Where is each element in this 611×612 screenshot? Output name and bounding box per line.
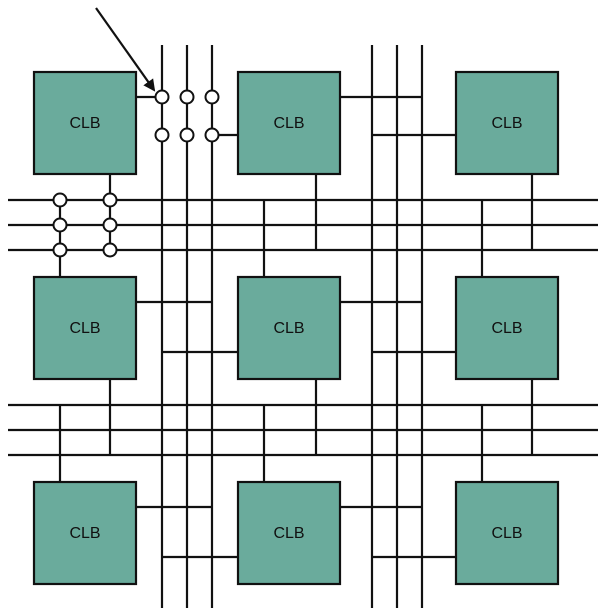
clb-body (236, 275, 342, 381)
switch-node (179, 89, 195, 105)
clb-body (32, 480, 138, 586)
clb-blocks: CLB CLB CLB CLB CLB CLB CLB CLB CLB (32, 70, 560, 586)
clb-body (454, 275, 560, 381)
clb-r1c2: CLB (236, 70, 342, 176)
switch-node (102, 217, 118, 233)
clb-label: CLB (69, 115, 100, 132)
switch-node (52, 242, 68, 258)
switch-node (204, 89, 220, 105)
clb-body (236, 70, 342, 176)
pointer-arrow (95, 7, 156, 92)
clb-body (32, 275, 138, 381)
switch-node (154, 89, 170, 105)
clb-r3c1: CLB (32, 480, 138, 586)
clb-label: CLB (491, 115, 522, 132)
switch-node (52, 217, 68, 233)
arrow-icon (95, 7, 156, 92)
clb-r3c3: CLB (454, 480, 560, 586)
switch-node (102, 242, 118, 258)
clb-body (32, 70, 138, 176)
clb-r2c3: CLB (454, 275, 560, 381)
clb-label: CLB (273, 525, 304, 542)
clb-label: CLB (491, 320, 522, 337)
switch-node (52, 192, 68, 208)
clb-label: CLB (69, 320, 100, 337)
clb-label: CLB (273, 115, 304, 132)
clb-body (454, 70, 560, 176)
clb-r2c1: CLB (32, 275, 138, 381)
clb-r3c2: CLB (236, 480, 342, 586)
clb-r1c1: CLB (32, 70, 138, 176)
clb-label: CLB (273, 320, 304, 337)
switch-node (102, 192, 118, 208)
clb-r2c2: CLB (236, 275, 342, 381)
switch-node (204, 127, 220, 143)
switch-node (154, 127, 170, 143)
clb-body (454, 480, 560, 586)
switch-nodes (52, 89, 220, 258)
clb-body (236, 480, 342, 586)
clb-r1c3: CLB (454, 70, 560, 176)
clb-label: CLB (69, 525, 100, 542)
clb-label: CLB (491, 525, 522, 542)
switch-node (179, 127, 195, 143)
